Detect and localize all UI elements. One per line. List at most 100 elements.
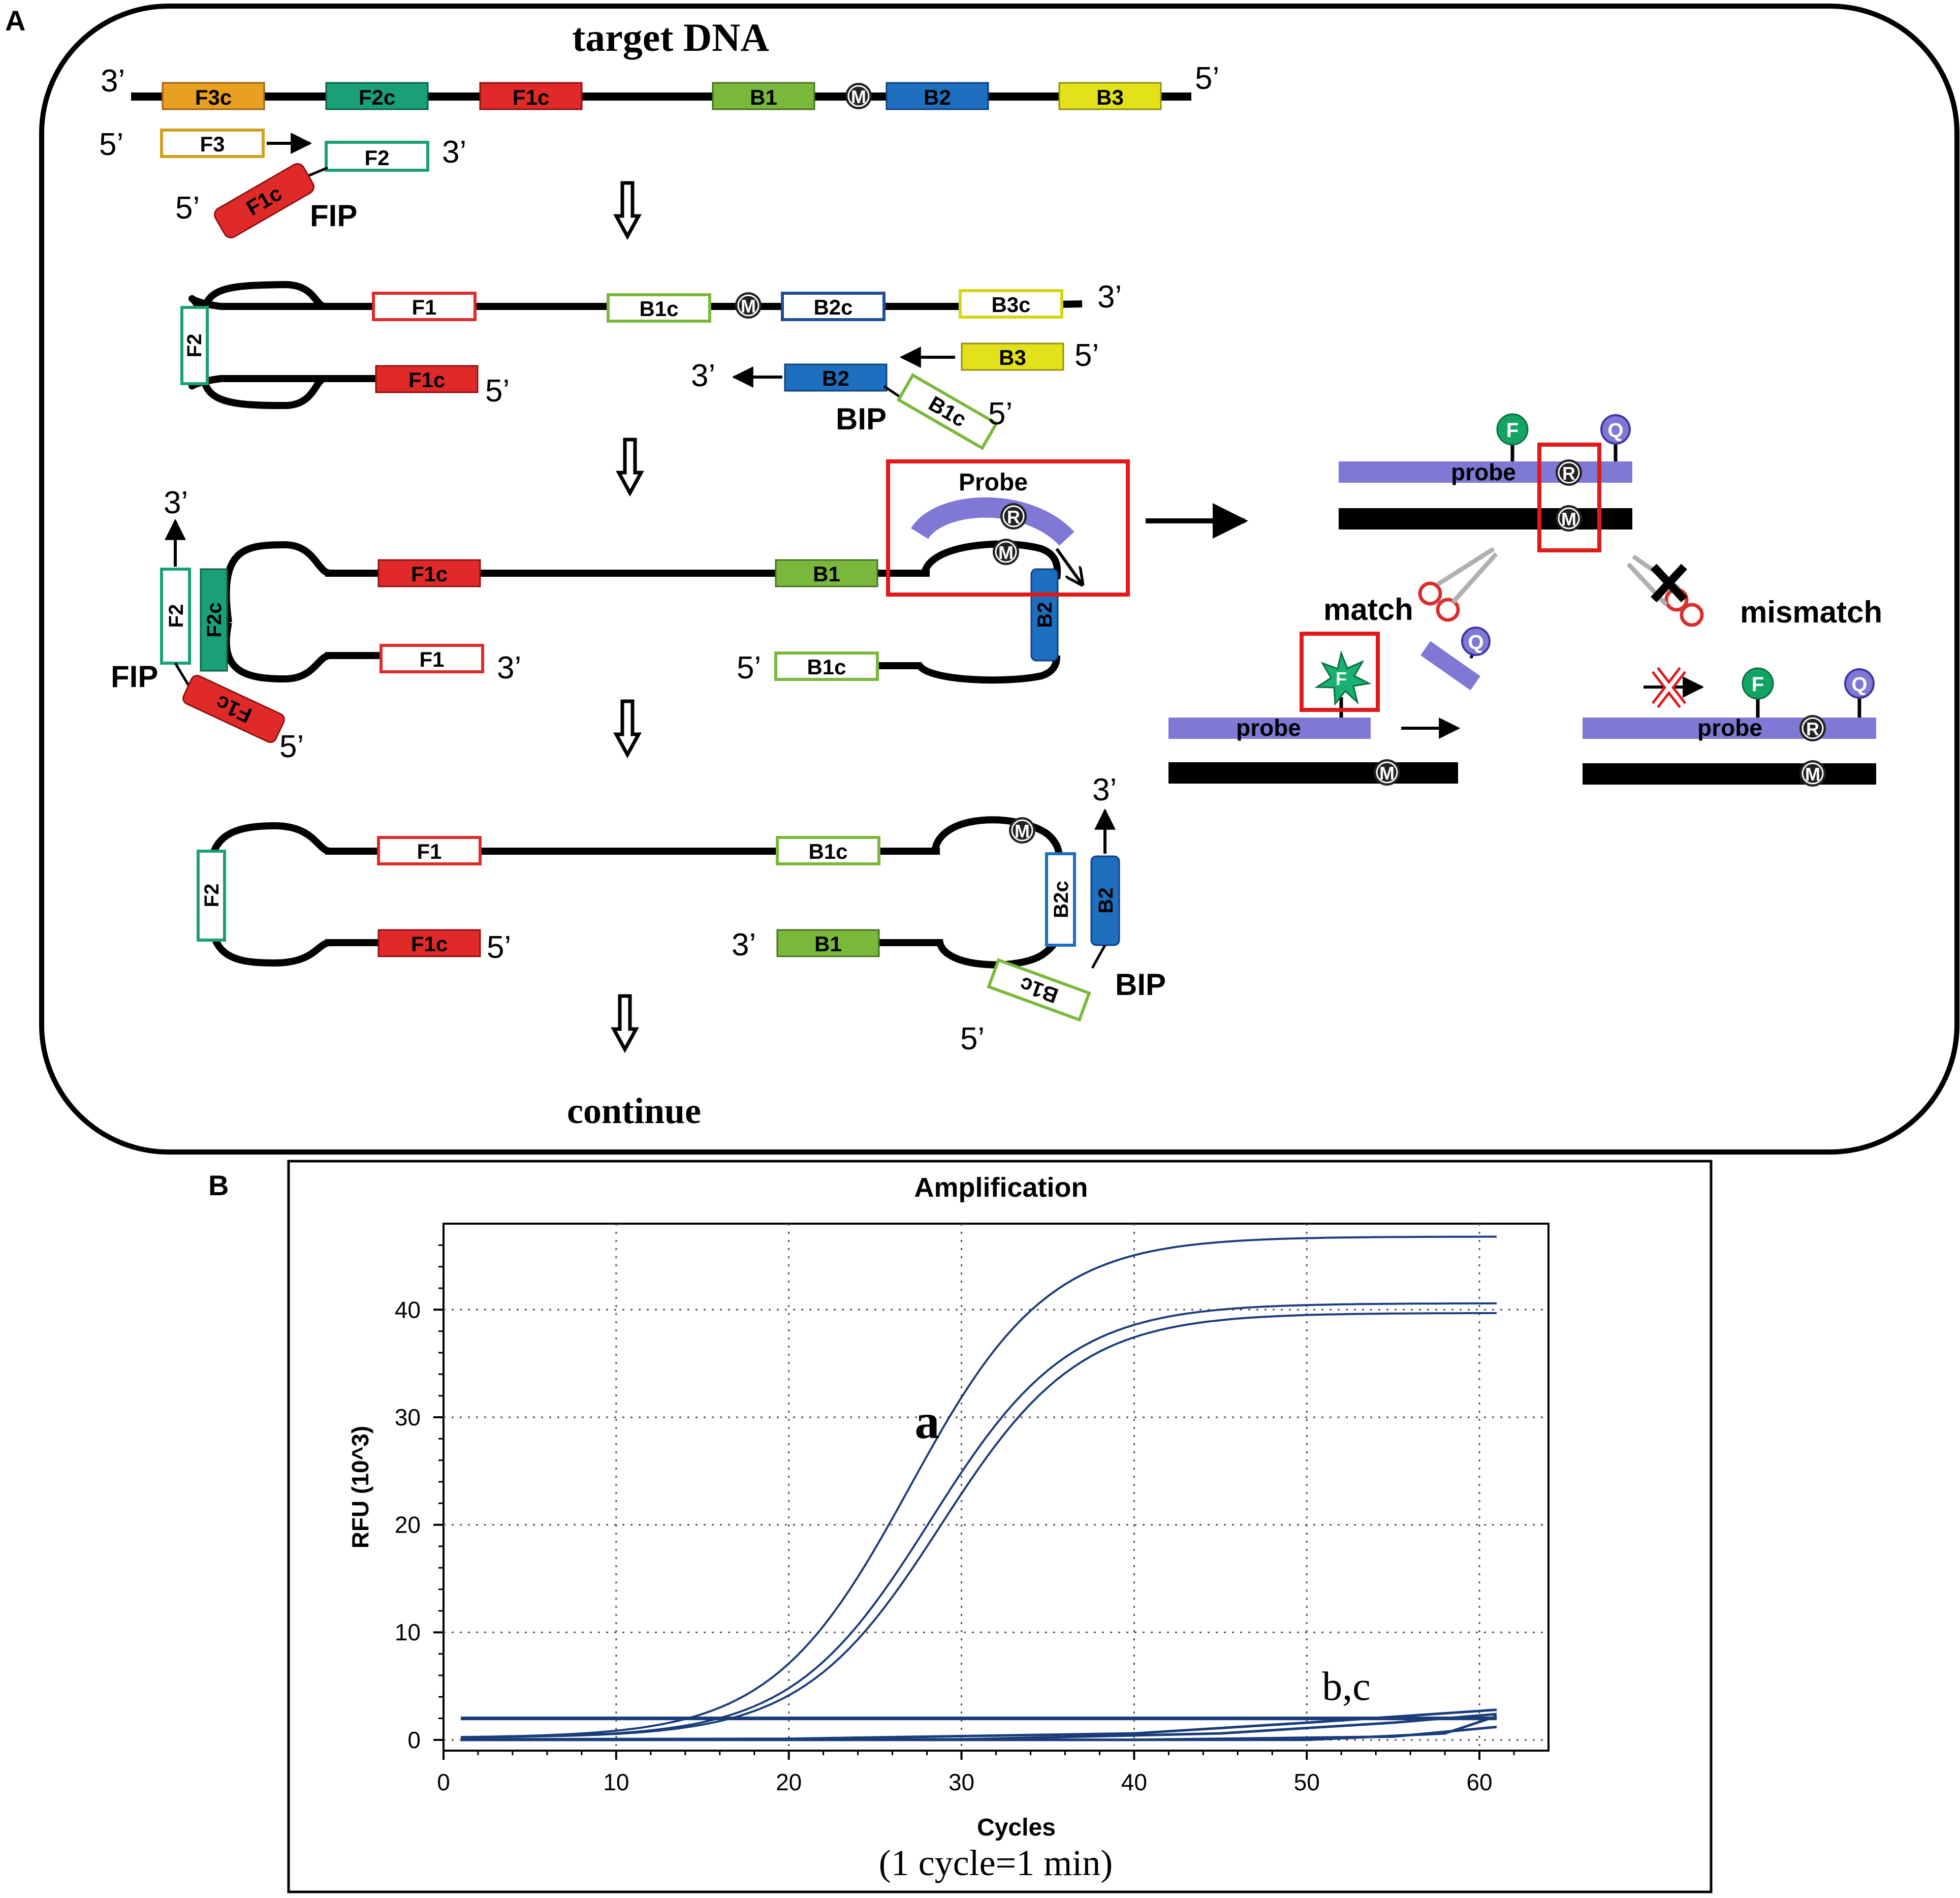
- x-tick-label: 20: [776, 1769, 802, 1795]
- target-dna-title: target DNA: [572, 15, 769, 59]
- continue-label: continue: [567, 1091, 701, 1131]
- svg-text:3’: 3’: [691, 358, 715, 393]
- svg-text:probe: probe: [1236, 714, 1301, 741]
- stem-loop-row4: F2 F1 B1c F1c 5’ 3’ B1 M B2c: [197, 816, 1076, 969]
- svg-text:M: M: [998, 542, 1014, 563]
- blocked-arrow-icon: [1643, 667, 1704, 708]
- plot-area: [442, 1223, 1550, 1752]
- svg-text:B2: B2: [1095, 887, 1117, 913]
- svg-text:5’: 5’: [737, 650, 761, 686]
- svg-text:M: M: [741, 296, 756, 317]
- step-arrow-2: [619, 440, 641, 493]
- probe-r-base: R: [1000, 503, 1027, 530]
- y-tick-label: 0: [407, 1727, 421, 1753]
- series-line-10: [461, 1715, 1497, 1741]
- segment-f2c: F2c: [325, 82, 429, 110]
- row4-b2c: B2c: [1045, 852, 1076, 947]
- cycle-unit-note: (1 cycle=1 min): [879, 1843, 1113, 1883]
- row3-b2: B2: [1030, 568, 1059, 662]
- x-tick-label: 30: [949, 1769, 974, 1795]
- row2-b2c: B2c: [781, 292, 886, 321]
- svg-text:M: M: [1379, 763, 1395, 784]
- svg-text:B2c: B2c: [813, 295, 852, 319]
- svg-text:5’: 5’: [1074, 338, 1099, 373]
- svg-text:F3: F3: [200, 132, 225, 156]
- row4-f2-vertical: F2: [197, 850, 226, 942]
- segment-b1: B1: [712, 82, 815, 110]
- segment-b3: B3: [1058, 82, 1162, 110]
- segment-f1c: F1c: [479, 82, 583, 110]
- row4-f1: F1: [377, 836, 482, 865]
- svg-text:F1c: F1c: [408, 368, 445, 392]
- svg-text:5’: 5’: [175, 191, 200, 226]
- row3-f2c: F2c: [200, 568, 228, 672]
- fluorophore-f-mismatch: F: [1742, 667, 1774, 700]
- row3-f1: F1: [380, 644, 484, 673]
- x-tick-label: 50: [1294, 1769, 1320, 1795]
- svg-text:B1: B1: [750, 85, 777, 109]
- svg-text:B1c: B1c: [1017, 972, 1061, 1008]
- svg-text:Q: Q: [1607, 419, 1623, 442]
- row2-f1: F1: [372, 292, 477, 321]
- svg-text:B1: B1: [814, 932, 842, 956]
- svg-text:3’: 3’: [1092, 772, 1117, 807]
- row2-f1c: F1c: [375, 365, 479, 393]
- svg-text:B3: B3: [1096, 85, 1124, 109]
- svg-text:5’: 5’: [99, 127, 123, 162]
- x-tick-label: 40: [1121, 1769, 1147, 1795]
- x-tick-label: 10: [603, 1769, 629, 1795]
- x-axis-label: Cycles: [977, 1814, 1056, 1841]
- svg-text:5’: 5’: [279, 729, 304, 764]
- svg-text:R: R: [1562, 463, 1575, 484]
- row3-f1c: F1c: [377, 559, 481, 587]
- r-base-top: R: [1556, 459, 1582, 486]
- svg-text:F: F: [1506, 419, 1519, 442]
- fip-primer-row3: F2 3’ F1c 5’ FIP: [111, 485, 304, 764]
- match-result-duplex: probe M F: [1168, 632, 1461, 786]
- r-base-mismatch: R: [1799, 715, 1826, 741]
- svg-text:3’: 3’: [164, 485, 188, 520]
- svg-text:B2: B2: [1034, 602, 1056, 628]
- svg-text:B2c: B2c: [1050, 881, 1072, 918]
- m-base-match: M: [1374, 759, 1400, 786]
- curve-label-bc: b,c: [1322, 1664, 1371, 1709]
- row3-b1: B1: [775, 559, 878, 587]
- svg-text:B1c: B1c: [807, 655, 846, 679]
- m-base-mismatch: M: [1799, 760, 1826, 787]
- step-arrow-1: [616, 183, 639, 236]
- bip-primer-row2: 3’ B2 B1c 5’ BIP: [691, 358, 1013, 450]
- svg-text:3’: 3’: [497, 650, 521, 686]
- svg-text:B2: B2: [924, 85, 951, 109]
- svg-text:FIP: FIP: [111, 660, 158, 694]
- svg-text:F2: F2: [165, 604, 187, 628]
- match-label: match: [1323, 593, 1413, 627]
- row2-mutation-m: M: [735, 292, 762, 319]
- mismatch-result-duplex: probe R M F Q: [1583, 667, 1876, 787]
- svg-text:BIP: BIP: [836, 402, 887, 436]
- svg-text:Q: Q: [1468, 631, 1483, 654]
- row2-b3c: B3c: [959, 289, 1063, 319]
- signal-highlight-box: [1300, 632, 1380, 712]
- panel-a: A target DNA 3’ 5’ F3c F2c F1c B1 M B2 B…: [5, 4, 1959, 1155]
- svg-text:F1c: F1c: [411, 932, 448, 956]
- panel-a-frame: [39, 4, 1959, 1155]
- stem-loop-row2: F2 F1 B1c M B2c B3c 3’ F1c 5’: [180, 279, 1122, 410]
- row3-mutation-m: M: [993, 539, 1019, 565]
- fluorophore-f-top: F: [1496, 413, 1529, 446]
- series-line-3: [460, 1312, 1497, 1738]
- y-tick-label: 40: [395, 1296, 421, 1323]
- svg-text:F1c: F1c: [513, 85, 549, 109]
- row2-b1c: B1c: [607, 293, 711, 323]
- probe-duplex-top: probe F Q R M: [1339, 413, 1632, 552]
- svg-text:5’: 5’: [960, 1021, 985, 1056]
- b3-primer: B3 5’: [899, 338, 1099, 373]
- stem-loop-row3: F2c F1c B1 F1 3’ 5’ B1c B2 M: [200, 539, 1061, 686]
- x-tick-label: 60: [1466, 1769, 1492, 1795]
- row4-b1c: B1c: [776, 836, 880, 865]
- svg-text:F2: F2: [364, 146, 389, 170]
- scissors-blocked-icon: [1626, 554, 1704, 627]
- svg-text:R: R: [1806, 719, 1819, 739]
- svg-text:M: M: [1015, 821, 1030, 842]
